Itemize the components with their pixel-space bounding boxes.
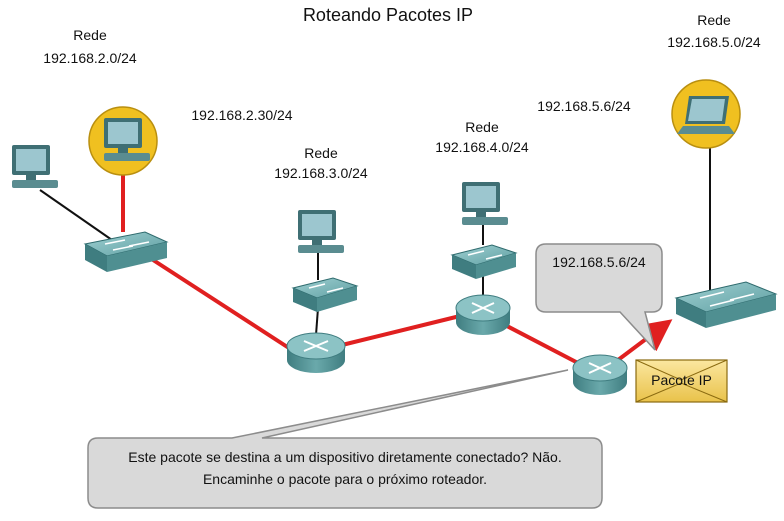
network-label-1: Rede	[73, 27, 107, 43]
callout-bottom-line-2: Encaminhe o pacote para o próximo rotead…	[202, 471, 488, 487]
destination-laptop-icon[interactable]	[677, 96, 735, 134]
route-switch1-router1	[148, 256, 294, 352]
lan-links	[39, 130, 711, 336]
callout-top	[535, 243, 663, 351]
network-address-1: 192.168.2.0/24	[43, 50, 137, 66]
route-router3-switch4	[616, 319, 673, 362]
router-icon[interactable]	[572, 354, 628, 395]
network-address-3: 192.168.4.0/24	[435, 139, 529, 155]
callout-top-text: 192.168.5.6/24	[552, 254, 646, 270]
switch-icon[interactable]	[674, 281, 778, 328]
network-address-2: 192.168.3.0/24	[274, 165, 368, 181]
pc-icon[interactable]	[12, 145, 58, 188]
pc-icon[interactable]	[298, 210, 344, 253]
network-address-4: 192.168.5.0/24	[667, 34, 761, 50]
diagram-title: Roteando Pacotes IP	[302, 5, 474, 25]
callout-bottom	[87, 369, 603, 509]
link-pc1-switch1	[39, 189, 113, 241]
link-switch2-router1	[315, 307, 319, 336]
router-icon[interactable]	[286, 332, 346, 373]
router-icon[interactable]	[455, 294, 511, 335]
source-pc-icon[interactable]	[104, 118, 150, 161]
network-label-3: Rede	[465, 119, 499, 135]
network-label-2: Rede	[304, 145, 338, 161]
route-router2-router3	[504, 323, 579, 365]
source-host-address: 192.168.2.30/24	[191, 107, 293, 123]
network-label-4: Rede	[697, 12, 731, 28]
switch-icon[interactable]	[450, 244, 518, 279]
packet-label: Pacote IP	[651, 372, 712, 388]
switch-icon[interactable]	[291, 277, 359, 312]
route-router1-router2	[341, 314, 461, 347]
pc-icon[interactable]	[462, 182, 508, 225]
destination-host-address: 192.168.5.6/24	[537, 98, 631, 114]
packet-envelope-icon	[635, 359, 728, 403]
callout-bottom-line-1: Este pacote se destina a um dispositivo …	[128, 449, 562, 465]
switch-icon[interactable]	[83, 231, 169, 272]
